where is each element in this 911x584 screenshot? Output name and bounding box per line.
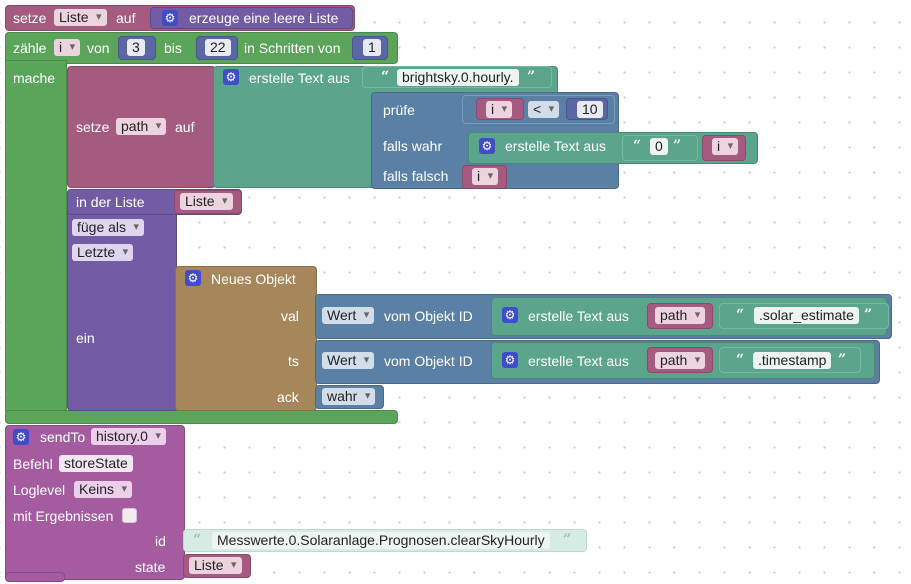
- sendto-block[interactable]: [5, 425, 185, 580]
- gear-icon[interactable]: ⚙: [502, 352, 518, 368]
- text-join-label-ts: erstelle Text aus: [528, 353, 629, 369]
- id-label: id: [155, 533, 166, 549]
- variable-dropdown-liste[interactable]: Liste: [54, 9, 107, 26]
- path-variable-dropdown-val[interactable]: path: [655, 307, 706, 324]
- insert-position-dropdown[interactable]: Letzte: [72, 244, 134, 261]
- loop-variable-dropdown[interactable]: i: [54, 39, 81, 56]
- create-empty-list-block[interactable]: [150, 7, 353, 29]
- results-checkbox[interactable]: [122, 508, 137, 523]
- object-key-ts: ts: [288, 353, 299, 369]
- quote-close-icon: ”: [527, 69, 536, 85]
- to-label: bis: [164, 40, 182, 56]
- text-join-label: erstelle Text aus: [249, 70, 350, 86]
- compare-variable-dropdown[interactable]: i: [486, 101, 513, 118]
- loglevel-dropdown[interactable]: Keins: [74, 481, 133, 498]
- ack-boolean-dropdown[interactable]: wahr: [322, 388, 376, 405]
- value-mode-dropdown-ts[interactable]: Wert: [322, 352, 375, 369]
- quote-open-icon: “: [736, 352, 745, 368]
- gear-icon[interactable]: ⚙: [502, 307, 518, 323]
- set-path-connector: auf: [175, 119, 195, 135]
- loop-bottom-bar: [5, 410, 398, 424]
- true-branch-join-label: erstelle Text aus: [505, 138, 606, 154]
- ternary-true-label: falls wahr: [383, 138, 443, 154]
- sendto-label: sendTo: [40, 429, 86, 445]
- in-list-label: in der Liste: [76, 194, 145, 210]
- compare-value-field[interactable]: 10: [577, 101, 603, 118]
- create-empty-list-label: erzeuge eine leere Liste: [189, 10, 339, 26]
- quote-open-icon: “: [381, 69, 390, 85]
- of-object-label-ts: vom Objekt ID: [384, 353, 473, 369]
- text-join-label-val: erstelle Text aus: [528, 308, 629, 324]
- insert-mode-dropdown[interactable]: füge als: [72, 219, 145, 236]
- gear-icon[interactable]: ⚙: [162, 10, 178, 26]
- to-value-field[interactable]: 22: [205, 39, 231, 56]
- path-variable-dropdown-ts[interactable]: path: [655, 352, 706, 369]
- text-field-timestamp[interactable]: .timestamp: [753, 352, 832, 369]
- new-object-title: Neues Objekt: [211, 271, 296, 287]
- insert-value-label: ein: [76, 330, 95, 346]
- loop-body-bar: [5, 60, 67, 415]
- text-field-prefix[interactable]: brightsky.0.hourly.: [397, 69, 519, 86]
- from-value-field[interactable]: 3: [127, 39, 145, 56]
- count-label: zähle: [13, 40, 47, 56]
- ternary-false-label: falls falsch: [383, 168, 449, 184]
- variable-dropdown-path[interactable]: path: [116, 118, 167, 135]
- quote-close-icon: ”: [864, 307, 873, 323]
- quote-open-icon: “: [736, 307, 745, 323]
- new-object-block[interactable]: [175, 266, 317, 411]
- object-key-ack: ack: [277, 389, 299, 405]
- results-label: mit Ergebnissen: [13, 508, 114, 524]
- value-mode-dropdown-val[interactable]: Wert: [322, 307, 375, 324]
- text-field-solar-estimate[interactable]: .solar_estimate: [754, 307, 859, 324]
- step-value-field[interactable]: 1: [363, 39, 381, 56]
- step-label: in Schritten von: [244, 40, 341, 56]
- ternary-test-label: prüfe: [383, 102, 415, 118]
- quote-close-icon: ”: [838, 352, 847, 368]
- operator-dropdown[interactable]: <: [528, 101, 560, 118]
- from-label: von: [87, 40, 110, 56]
- false-branch-variable-dropdown[interactable]: i: [472, 168, 499, 185]
- sendto-bottom-lip: [5, 572, 65, 582]
- quote-close-icon: ”: [563, 532, 572, 548]
- state-variable-dropdown[interactable]: Liste: [189, 557, 242, 574]
- gear-icon[interactable]: ⚙: [479, 138, 495, 154]
- gear-icon[interactable]: ⚙: [13, 429, 29, 445]
- true-branch-variable-dropdown[interactable]: i: [712, 138, 739, 155]
- list-variable-dropdown[interactable]: Liste: [180, 193, 233, 210]
- object-key-val: val: [281, 308, 299, 324]
- quote-open-icon: “: [193, 532, 202, 548]
- command-label: Befehl: [13, 456, 53, 472]
- of-object-label-val: vom Objekt ID: [384, 308, 473, 324]
- text-field-id[interactable]: Messwerte.0.Solaranlage.Prognosen.clearS…: [212, 532, 550, 549]
- set-connector: auf: [116, 10, 136, 26]
- quote-open-icon: “: [633, 138, 642, 154]
- do-label: mache: [13, 70, 56, 86]
- text-field-zero[interactable]: 0: [650, 138, 668, 155]
- gear-icon[interactable]: ⚙: [223, 69, 239, 85]
- set-keyword: setze: [13, 10, 47, 26]
- set-path-keyword: setze: [76, 119, 110, 135]
- sendto-instance-dropdown[interactable]: history.0: [91, 428, 166, 445]
- state-label: state: [135, 559, 166, 575]
- quote-close-icon: ”: [673, 138, 682, 154]
- command-field[interactable]: storeState: [59, 455, 133, 472]
- loglevel-label: Loglevel: [13, 482, 66, 498]
- gear-icon[interactable]: ⚙: [185, 270, 201, 286]
